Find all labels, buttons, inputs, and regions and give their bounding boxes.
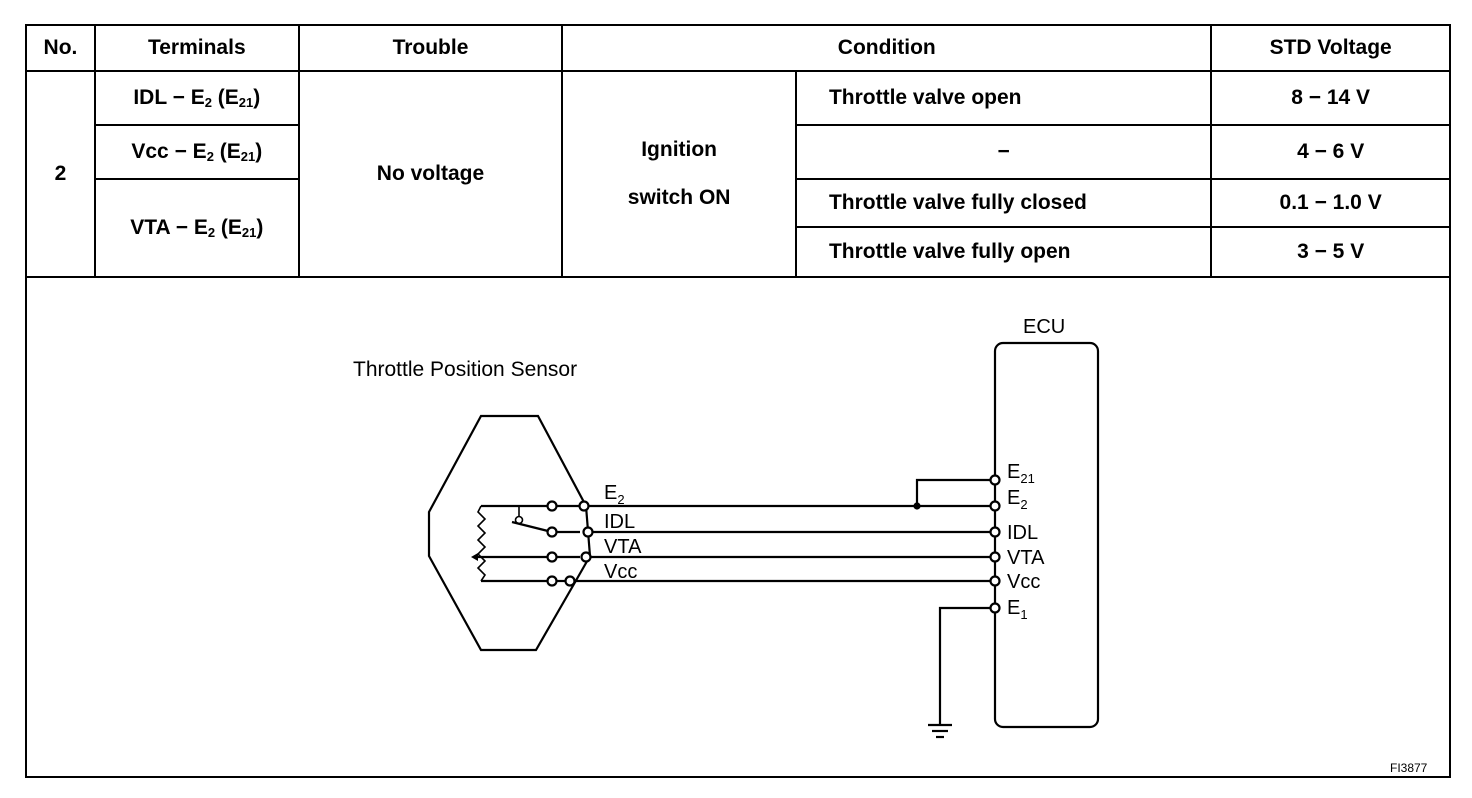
sensor-terminal-idl-icon: [546, 526, 558, 538]
terminal-sub: 21: [241, 224, 257, 240]
table-row: Vcc − E2 (E21) − 4 − 6 V: [27, 124, 1449, 180]
header-std-voltage: STD Voltage: [1210, 26, 1449, 72]
table-row: 2 IDL − E2 (E21) No voltage Ignition swit…: [27, 70, 1449, 278]
ecu-pin-label: IDL: [1007, 522, 1038, 544]
sensor-body-outline: [427, 414, 592, 652]
ecu-pin-label: VTA: [1007, 547, 1045, 569]
ecu-pin-idl-icon: [989, 526, 1001, 538]
wire-label-e2: E2: [604, 482, 625, 507]
wire-e1-ground: [938, 606, 991, 725]
header-no: No.: [27, 26, 96, 72]
connector-vcc-icon: [564, 575, 576, 587]
trouble-cell: No voltage: [297, 70, 564, 278]
connector-idl-icon: [582, 526, 594, 538]
condition-main-cell: Ignition switch ON: [561, 70, 797, 278]
voltage-cell: 3 − 5 V: [1210, 226, 1449, 278]
ecu-pin-vcc-icon: [989, 575, 1001, 587]
wire-label-vcc: Vcc: [604, 561, 637, 583]
terminal-vta: VTA − E2 (E21): [94, 178, 300, 278]
ecu-pin-e2-icon: [989, 500, 1001, 512]
sensor-terminal-e2-icon: [546, 500, 558, 512]
sensor-label: Throttle Position Sensor: [353, 358, 577, 381]
terminal-main: IDL − E: [133, 85, 205, 109]
document-frame: No. Terminals Trouble Condition STD Volt…: [25, 24, 1451, 778]
voltage-cell: 8 − 14 V: [1210, 70, 1449, 126]
wiring-diagram: Throttle Position Sensor: [353, 316, 1428, 775]
voltage-cell: 0.1 − 1.0 V: [1210, 178, 1449, 228]
condition-line-2: switch ON: [627, 186, 731, 210]
subcondition-cell: Throttle valve open: [794, 70, 1213, 126]
terminal-paren: E: [227, 215, 242, 239]
sensor-terminal-vcc-icon: [546, 575, 558, 587]
wiper-arrow-icon: [471, 553, 478, 561]
terminal-paren: E: [226, 139, 241, 163]
terminal-main: Vcc − E: [131, 139, 207, 163]
ecu-pin-e1-icon: [989, 602, 1001, 614]
wire-label-vta: VTA: [604, 536, 642, 558]
terminal-sub: 2: [207, 224, 216, 240]
sensor-terminal-vta-icon: [546, 551, 558, 563]
condition-line-1: Ignition: [641, 137, 718, 161]
ecu-pin-e21-icon: [989, 474, 1001, 486]
connector-e2-icon: [578, 500, 590, 512]
terminal-sub: 2: [204, 94, 212, 110]
terminal-idl: IDL − E2 (E21): [93, 70, 300, 126]
table-row: Throttle valve fully open 3 − 5 V: [27, 226, 1449, 278]
terminal-sub: 2: [206, 148, 214, 164]
subcondition-cell: Throttle valve fully open: [795, 226, 1213, 278]
resistor-symbol: [476, 505, 487, 582]
ecu-pin-label: E21: [1007, 461, 1035, 486]
ecu-pin-vta-icon: [989, 551, 1001, 563]
terminal-sub: 21: [240, 148, 256, 164]
terminal-main: VTA − E: [130, 215, 208, 239]
junction-dot: [913, 502, 921, 510]
header-condition: Condition: [561, 26, 1213, 72]
subcondition-cell: Throttle valve fully closed: [794, 178, 1213, 228]
switch-blade: [511, 520, 553, 534]
header-terminals: Terminals: [93, 26, 300, 72]
connector-vta-icon: [580, 551, 592, 563]
terminal-vcc: Vcc − E2 (E21): [94, 124, 300, 180]
voltage-table: No. Terminals Trouble Condition STD Volt…: [27, 26, 1449, 278]
header-trouble: Trouble: [297, 26, 564, 72]
table-header-row: No. Terminals Trouble Condition STD Volt…: [27, 26, 1449, 72]
ecu-pin-label: E2: [1007, 487, 1028, 512]
terminal-paren: E: [224, 85, 239, 109]
wire-e21-jumper: [915, 478, 991, 506]
wire-label-idl: IDL: [604, 511, 635, 533]
subcondition-cell: −: [794, 124, 1213, 180]
ecu-pin-label: Vcc: [1007, 571, 1040, 593]
ecu-label: ECU: [1023, 316, 1065, 338]
figure-id: FI3877: [1390, 761, 1428, 775]
terminal-sub: 21: [238, 94, 254, 110]
voltage-cell: 4 − 6 V: [1210, 124, 1449, 180]
ecu-pin-label: E1: [1007, 597, 1028, 622]
row-number: 2: [27, 70, 96, 278]
table-row: VTA − E2 (E21) Throttle valve fully clos…: [27, 178, 1449, 278]
